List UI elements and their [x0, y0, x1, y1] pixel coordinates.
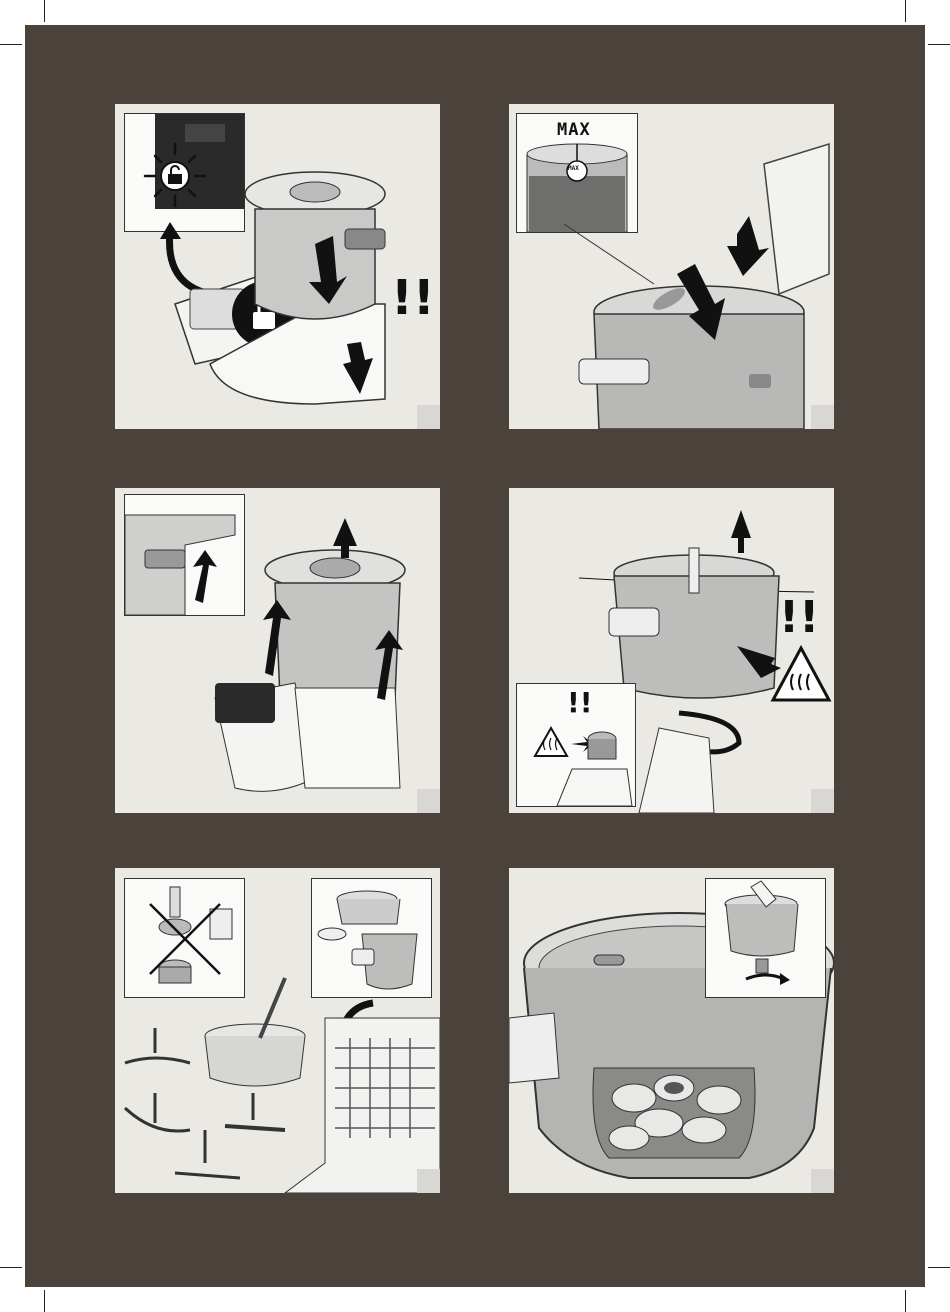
step-number-box — [417, 1169, 440, 1193]
crop-mark — [0, 44, 22, 45]
step-number-box — [417, 789, 440, 813]
arrow-up-icon — [731, 510, 751, 553]
panel-step-2: MAX MAX — [509, 104, 834, 429]
steam-basket-icon — [205, 1036, 305, 1086]
hot-warning-inset: !! — [516, 683, 636, 807]
crop-mark — [905, 0, 906, 22]
step-number-box — [417, 405, 440, 429]
dishwasher-icon — [285, 1018, 440, 1193]
assembly-illustration — [115, 104, 440, 429]
inset-warning-mark: !! — [567, 686, 593, 719]
crop-mark — [905, 1290, 906, 1312]
step-number-box — [811, 1169, 834, 1193]
panel-step-3 — [115, 488, 440, 813]
panel-step-1: !! — [115, 104, 440, 429]
step-number-box — [811, 789, 834, 813]
pitcher-icon — [764, 144, 829, 294]
crop-mark — [44, 1290, 45, 1312]
filling-illustration — [509, 104, 834, 429]
crop-mark — [928, 44, 950, 45]
warning-mark: !! — [391, 270, 435, 326]
blade-unscrew-icon — [706, 879, 825, 997]
removal-illustration — [115, 488, 440, 813]
warning-mark: !! — [779, 592, 819, 643]
crop-mark — [0, 1267, 22, 1268]
panel-step-6 — [509, 868, 834, 1193]
panel-step-5 — [115, 868, 440, 1193]
step-number-box — [811, 405, 834, 429]
crop-mark — [44, 0, 45, 22]
crop-mark — [928, 1267, 950, 1268]
blade-unscrew-inset — [705, 878, 826, 998]
panel-step-4: !! !! — [509, 488, 834, 813]
dishwasher-illustration — [115, 868, 440, 1193]
